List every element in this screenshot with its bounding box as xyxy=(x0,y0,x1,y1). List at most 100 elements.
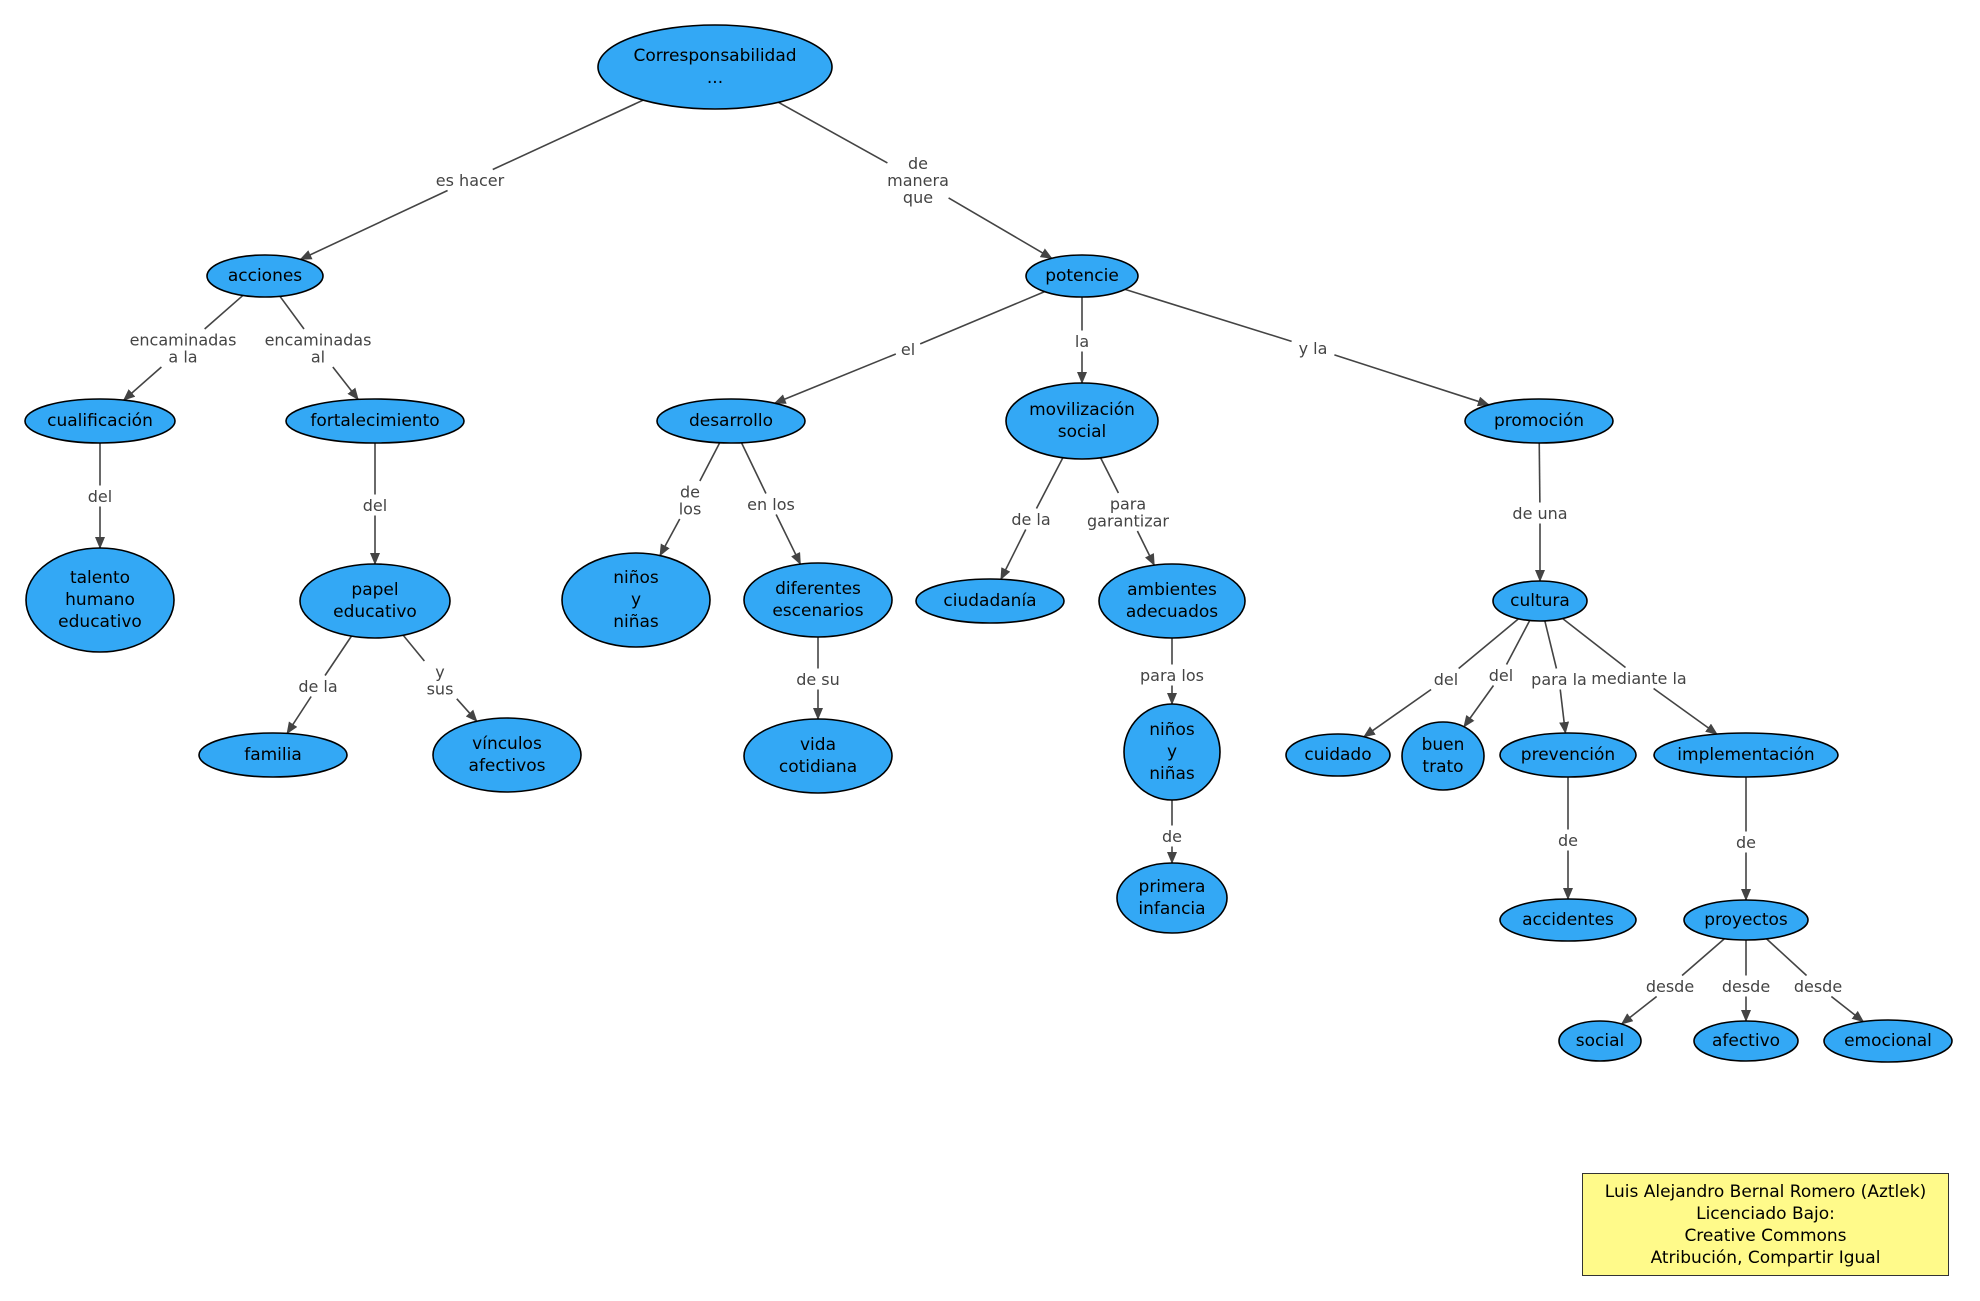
edge-label-line: y la xyxy=(1299,339,1328,358)
node-ellipse[interactable] xyxy=(1683,899,1809,941)
concept-node-potencie[interactable]: potencie xyxy=(1025,254,1139,298)
node-label-line: niños xyxy=(1149,720,1195,740)
node-ellipse[interactable] xyxy=(1653,732,1839,778)
node-ellipse[interactable] xyxy=(743,562,893,638)
node-ellipse[interactable] xyxy=(597,24,833,110)
edge-arrow xyxy=(1653,687,1718,735)
concept-node-prevencion[interactable]: prevención xyxy=(1499,732,1637,778)
node-ellipse[interactable] xyxy=(198,732,348,778)
node-label-line: cotidiana xyxy=(779,757,857,777)
edge-label-line: desde xyxy=(1722,977,1770,996)
edge-potencie-promocion: y la xyxy=(1124,288,1490,407)
node-label-line: niñas xyxy=(613,612,659,632)
concept-node-fortalecimiento[interactable]: fortalecimiento xyxy=(285,398,465,444)
node-label-line: accidentes xyxy=(1522,910,1614,930)
concept-node-familia[interactable]: familia xyxy=(198,732,348,778)
node-label: cultura xyxy=(1510,591,1570,611)
node-ellipse[interactable] xyxy=(915,578,1065,624)
edge-arrow xyxy=(1363,688,1432,738)
concept-node-proyectos[interactable]: proyectos xyxy=(1683,899,1809,941)
node-ellipse[interactable] xyxy=(656,398,806,444)
node-ellipse[interactable] xyxy=(561,552,711,648)
node-label-line: cuidado xyxy=(1304,745,1371,765)
edge-implementacion-proyectos: de xyxy=(1736,777,1756,901)
node-ellipse[interactable] xyxy=(299,563,451,639)
node-ellipse[interactable] xyxy=(24,398,176,444)
node-ellipse[interactable] xyxy=(1005,382,1159,460)
node-ellipse[interactable] xyxy=(1098,563,1246,639)
node-label-line: fortalecimiento xyxy=(310,411,439,431)
concept-node-afectivo[interactable]: afectivo xyxy=(1693,1020,1799,1062)
concept-node-cultura[interactable]: cultura xyxy=(1492,580,1588,622)
node-ellipse[interactable] xyxy=(743,718,893,794)
edge-line-in xyxy=(1681,938,1725,977)
node-label-line: educativo xyxy=(58,612,142,632)
edge-line-in xyxy=(699,442,721,482)
node-ellipse[interactable] xyxy=(1492,580,1588,622)
edge-label: la xyxy=(1075,332,1089,351)
node-ellipse[interactable] xyxy=(285,398,465,444)
node-label-line: afectivo xyxy=(1712,1031,1780,1051)
node-ellipse[interactable] xyxy=(206,254,324,298)
node-ellipse[interactable] xyxy=(1285,733,1391,777)
node-ellipse[interactable] xyxy=(1558,1020,1642,1062)
concept-node-promocion[interactable]: promoción xyxy=(1464,398,1614,444)
node-label: social xyxy=(1576,1031,1624,1051)
edge-line-in xyxy=(1124,288,1292,343)
node-ellipse[interactable] xyxy=(1123,703,1221,801)
concept-node-accidentes[interactable]: accidentes xyxy=(1499,898,1637,942)
node-ellipse[interactable] xyxy=(1464,398,1614,444)
node-label-line: prevención xyxy=(1521,745,1615,765)
node-label-line: niñas xyxy=(1149,764,1195,784)
concept-node-cualificacion[interactable]: cualificación xyxy=(24,398,176,444)
concept-node-social[interactable]: social xyxy=(1558,1020,1642,1062)
node-ellipse[interactable] xyxy=(432,717,582,793)
edge-arrow xyxy=(299,189,448,261)
edge-arrow xyxy=(1620,995,1658,1025)
concept-node-ciudadania[interactable]: ciudadanía xyxy=(915,578,1065,624)
node-label: accidentes xyxy=(1522,910,1614,930)
concept-node-acciones[interactable]: acciones xyxy=(206,254,324,298)
edge-cultura-prevencion: para la xyxy=(1531,620,1587,735)
edge-potencie-movilizacion: la xyxy=(1075,297,1089,384)
node-ellipse[interactable] xyxy=(25,547,175,653)
edge-label: del xyxy=(1434,670,1458,689)
concept-node-desarrollo[interactable]: desarrollo xyxy=(656,398,806,444)
concept-node-implementacion[interactable]: implementación xyxy=(1653,732,1839,778)
nodes-layer: Corresponsabilidad... acciones potencie cua… xyxy=(24,24,1953,1063)
concept-node-cuidado[interactable]: cuidado xyxy=(1285,733,1391,777)
node-ellipse[interactable] xyxy=(1025,254,1139,298)
node-label: cuidado xyxy=(1304,745,1371,765)
credit-box: Luis Alejandro Bernal Romero (Aztlek) Li… xyxy=(1582,1173,1949,1276)
node-ellipse[interactable] xyxy=(1499,732,1637,778)
edge-label-line: de xyxy=(1558,831,1578,850)
node-label-line: cualificación xyxy=(47,411,153,431)
node-label-line: movilización xyxy=(1029,400,1135,420)
node-ellipse[interactable] xyxy=(1499,898,1637,942)
node-label-line: ciudadanía xyxy=(943,591,1036,611)
concept-node-corresponsabilidad[interactable]: Corresponsabilidad... xyxy=(597,24,833,110)
node-ellipse[interactable] xyxy=(1823,1019,1953,1063)
edge-label-line: a la xyxy=(168,347,197,366)
node-ellipse[interactable] xyxy=(1116,862,1228,934)
node-ellipse[interactable] xyxy=(1693,1020,1799,1062)
node-label: prevención xyxy=(1521,745,1615,765)
node-ellipse[interactable] xyxy=(1401,721,1485,791)
edge-arrow xyxy=(456,698,478,722)
concept-node-emocional[interactable]: emocional xyxy=(1823,1019,1953,1063)
